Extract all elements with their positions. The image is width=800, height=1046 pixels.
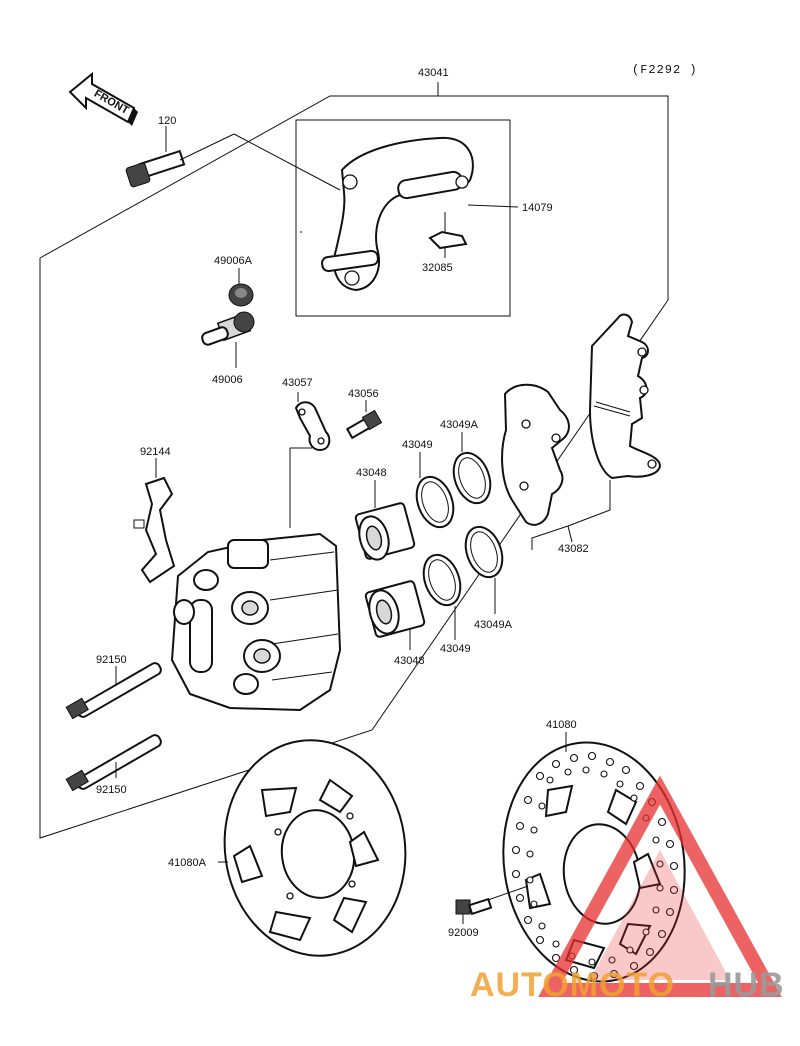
watermark-text-part1: AUTOMOTO xyxy=(470,966,675,1004)
label-41080A: 41080A xyxy=(168,857,207,869)
label-43056: 43056 xyxy=(348,388,379,400)
label-43049-top: 43049 xyxy=(402,439,433,451)
label-43049A-bottom: 43049A xyxy=(474,619,513,631)
caliper-body xyxy=(170,532,342,712)
bleeder-cap xyxy=(228,268,254,307)
label-43048-bottom: 43048 xyxy=(394,655,425,667)
bolt-120 xyxy=(125,133,341,191)
bleeder-valve xyxy=(201,311,255,368)
label-43049-bottom: 43049 xyxy=(440,643,471,655)
watermark-triangle-icon xyxy=(538,775,782,997)
piston-top xyxy=(354,480,416,561)
watermark-text-part2: HUB xyxy=(708,966,785,1004)
label-92009: 92009 xyxy=(448,927,479,939)
label-43048-top: 43048 xyxy=(356,467,387,479)
seal-43049-top xyxy=(415,452,455,529)
figure-code: (F2292 ) xyxy=(632,63,698,77)
slide-pin-top xyxy=(65,662,162,720)
disc-screw-92009 xyxy=(455,885,529,924)
seal-43049A-bottom xyxy=(464,525,504,614)
pin-43056 xyxy=(345,400,383,440)
caliper-bracket xyxy=(321,136,519,292)
label-43049A-top: 43049A xyxy=(440,419,479,431)
bracket-box xyxy=(295,119,511,317)
spring-clip-92144 xyxy=(133,458,176,584)
label-92150-top: 92150 xyxy=(96,654,127,666)
front-arrow-icon: FRONT xyxy=(68,71,138,126)
label-43057: 43057 xyxy=(282,377,313,389)
plate-43057 xyxy=(289,392,331,528)
brake-disc-41080A xyxy=(218,739,407,957)
label-43041: 43041 xyxy=(418,67,449,79)
label-92144: 92144 xyxy=(140,446,171,458)
label-41080: 41080 xyxy=(546,719,577,731)
pad-clip-32085 xyxy=(428,212,468,258)
watermark-logo xyxy=(538,775,782,997)
assembly-outline xyxy=(39,82,669,839)
seal-43049A-top xyxy=(452,432,492,505)
label-14079: 14079 xyxy=(522,202,553,214)
label-49006A: 49006A xyxy=(214,255,253,267)
label-32085: 32085 xyxy=(422,262,453,274)
label-92150-bottom: 92150 xyxy=(96,784,127,796)
label-43082: 43082 xyxy=(558,543,589,555)
label-49006: 49006 xyxy=(212,374,243,386)
brake-pad-inner xyxy=(501,383,570,526)
piston-bottom xyxy=(364,580,426,650)
slide-pin-bottom xyxy=(65,734,162,792)
leader-lines xyxy=(165,126,302,233)
label-120: 120 xyxy=(158,115,176,127)
brake-pad-outer xyxy=(588,313,662,480)
seal-43049-bottom xyxy=(422,553,462,640)
part-labels: 43041 120 14079 32085 49006A 49006 43057… xyxy=(96,67,589,939)
